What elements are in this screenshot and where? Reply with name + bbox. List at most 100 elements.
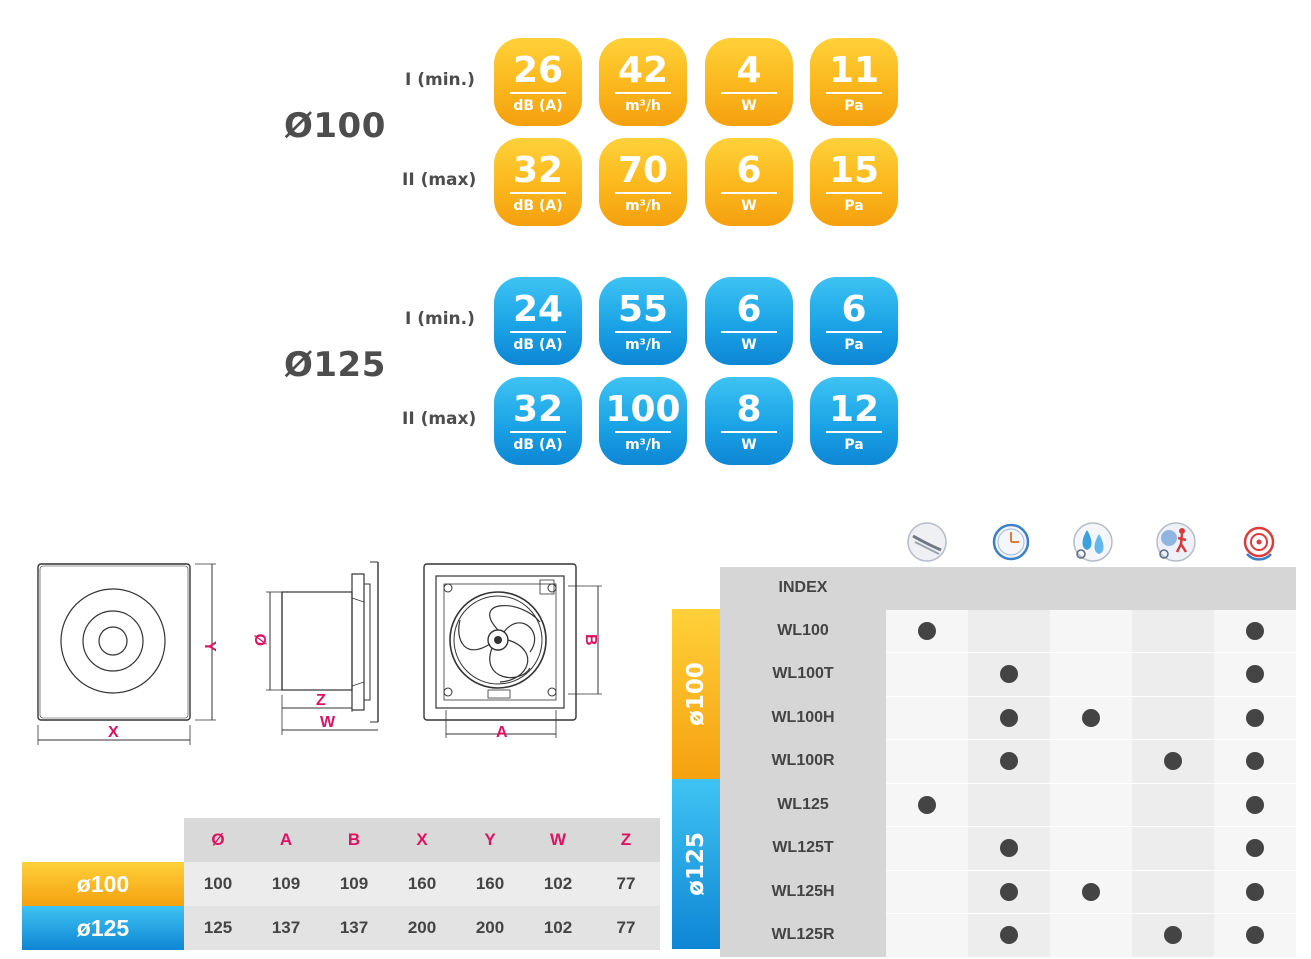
- feature-dot: [1082, 882, 1100, 901]
- speed-label: I (min.): [405, 70, 475, 90]
- feature-cell: [1132, 739, 1214, 784]
- speed-label: II (max): [402, 170, 477, 190]
- speed-label: I (min.): [405, 309, 475, 329]
- spec-tile: 70 m³/h: [599, 138, 687, 226]
- table-cell: 77: [592, 862, 660, 906]
- spec-value: 26: [512, 50, 564, 91]
- feature-dot: [1082, 708, 1100, 727]
- y-label: Y: [201, 641, 218, 652]
- model-name: WL100H: [720, 696, 886, 740]
- spec-divider: [510, 192, 566, 194]
- model-name: WL100R: [720, 739, 886, 783]
- spec-divider: [615, 431, 671, 433]
- phi-label: Ø: [253, 634, 270, 646]
- feature-dot: [1246, 839, 1264, 858]
- table-cell: 77: [592, 906, 660, 950]
- spec-value: 6: [736, 150, 762, 191]
- spec-value: 100: [605, 389, 681, 430]
- feature-cell: [1132, 696, 1214, 740]
- spec-value: 6: [736, 289, 762, 330]
- index-header-row: INDEX: [720, 567, 1296, 610]
- spec-value: 11: [828, 50, 880, 91]
- spec-value: 70: [617, 150, 669, 191]
- spec-divider: [510, 431, 566, 433]
- table-cell: 137: [320, 906, 388, 950]
- spec-divider: [721, 192, 777, 194]
- model-name: WL125R: [720, 913, 886, 957]
- spec-unit: dB (A): [513, 98, 563, 114]
- header-a: A: [252, 818, 320, 862]
- feature-cell: [1214, 783, 1296, 827]
- spec-divider: [721, 331, 777, 333]
- spec-unit: m³/h: [625, 198, 661, 214]
- spec-unit: m³/h: [625, 98, 661, 114]
- feature-cell: [1214, 609, 1296, 653]
- spec-value: 15: [828, 150, 880, 191]
- feature-cell: [968, 609, 1050, 653]
- feature-dot: [1164, 752, 1182, 771]
- spec-divider: [510, 92, 566, 94]
- spec-unit: W: [741, 98, 757, 114]
- feature-cell: [1132, 870, 1214, 914]
- spec-divider: [510, 331, 566, 333]
- feature-cell: [1050, 696, 1132, 740]
- table-row: WL125R: [720, 913, 1296, 958]
- group-label-100: ø100: [672, 609, 720, 779]
- header-phi: Ø: [184, 818, 252, 862]
- feature-cell: [886, 913, 968, 958]
- humidity-sensor-icon: [1073, 522, 1113, 562]
- spec-divider: [615, 331, 671, 333]
- spec-value: 12: [828, 389, 880, 430]
- spec-unit: Pa: [844, 198, 864, 214]
- feature-cell: [1214, 913, 1296, 958]
- w-label: W: [320, 714, 336, 731]
- front-view-drawing: [37, 563, 216, 745]
- spec-unit: dB (A): [513, 337, 563, 353]
- feature-cell: [886, 783, 968, 827]
- header-y: Y: [456, 818, 524, 862]
- feature-dot: [1000, 752, 1018, 771]
- row-label-100: ø100: [22, 862, 184, 906]
- spec-divider: [826, 431, 882, 433]
- header-cell: [886, 567, 968, 610]
- spec-value: 8: [736, 389, 762, 430]
- feature-cell: [1132, 826, 1214, 871]
- spec-divider: [615, 92, 671, 94]
- table-cell: 102: [524, 906, 592, 950]
- feature-cell: [968, 696, 1050, 740]
- feature-cell: [968, 826, 1050, 871]
- table-cell: 200: [456, 906, 524, 950]
- model-name: WL125: [720, 783, 886, 827]
- spec-value: 6: [841, 289, 867, 330]
- spec-tile: 100 m³/h: [599, 377, 687, 465]
- feature-dot: [1000, 926, 1018, 945]
- feature-cell: [968, 739, 1050, 784]
- feature-dot: [1246, 926, 1264, 945]
- feature-cell: [1050, 739, 1132, 784]
- motion-sensor-icon: [1156, 522, 1196, 562]
- table-cell: 102: [524, 862, 592, 906]
- header-cell: [968, 567, 1050, 610]
- group-label-125: ø125: [672, 779, 720, 949]
- model-name: WL100: [720, 609, 886, 653]
- speed-label: II (max): [402, 409, 477, 429]
- feature-cell: [1214, 826, 1296, 871]
- spec-unit: W: [741, 337, 757, 353]
- table-cell: 100: [184, 862, 252, 906]
- feature-cell: [1132, 913, 1214, 958]
- feature-dot: [1246, 621, 1264, 640]
- ball-bearing-icon: [1243, 526, 1275, 561]
- table-row: ø125 125 137 137 200 200 102 77: [22, 906, 660, 950]
- spec-unit: Pa: [844, 437, 864, 453]
- table-cell: 200: [388, 906, 456, 950]
- spec-unit: m³/h: [625, 437, 661, 453]
- feature-cell: [886, 870, 968, 914]
- spec-unit: dB (A): [513, 198, 563, 214]
- spec-unit: Pa: [844, 337, 864, 353]
